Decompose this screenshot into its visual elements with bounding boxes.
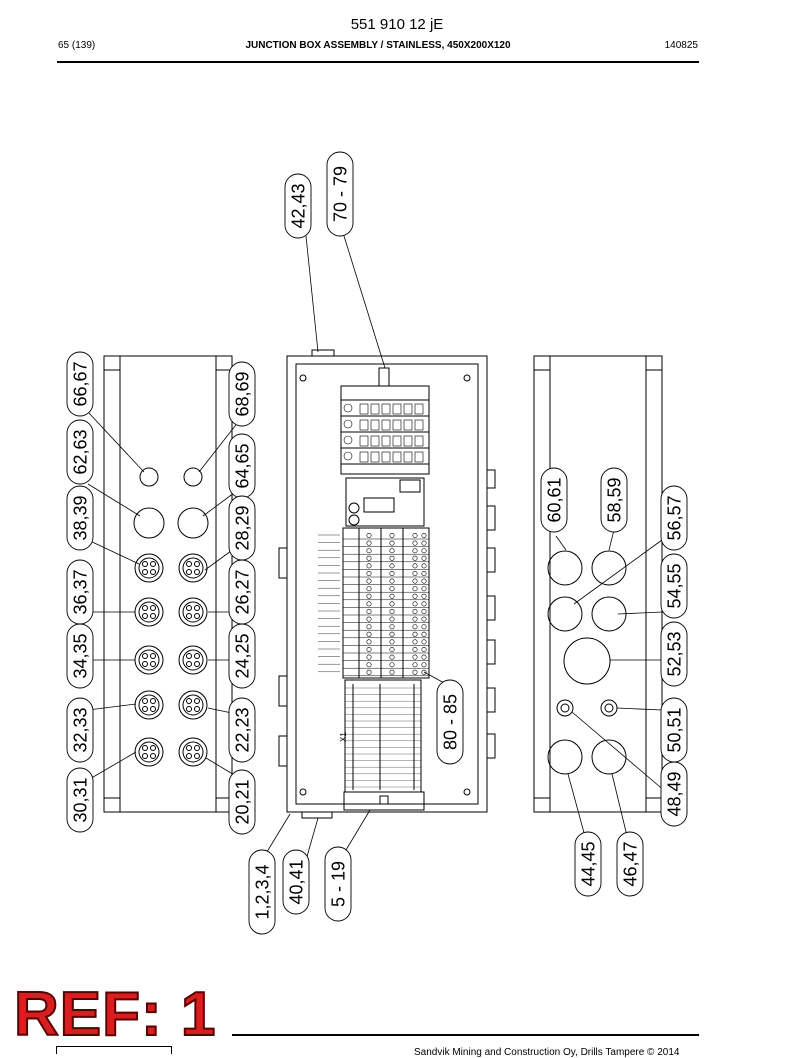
svg-text:5 - 19: 5 - 19: [329, 861, 349, 907]
callout-28-29: 28,29: [228, 495, 256, 561]
svg-text:48,49: 48,49: [665, 771, 685, 816]
left-side-view: [103, 355, 233, 813]
document-number: 551 910 12 jE: [350, 16, 444, 33]
callout-42-43: 42,43: [284, 173, 312, 239]
callout-44-45: 44,45: [574, 831, 602, 897]
svg-text:54,55: 54,55: [665, 563, 685, 608]
svg-text:38,39: 38,39: [71, 495, 91, 540]
footer-divider: [232, 1034, 699, 1036]
callout-34-35: 34,35: [66, 623, 94, 689]
callout-56-57: 56,57: [660, 485, 688, 551]
callout-68-69: 68,69: [228, 361, 256, 427]
callout-40-41: 40,41: [282, 849, 310, 915]
ref-stamp: REF: 1: [13, 980, 217, 1049]
terminal-label-x1: X1: [339, 732, 348, 742]
callout-80-85: 80 - 85: [436, 679, 464, 765]
company-logo: [56, 1046, 172, 1054]
header-divider: [57, 61, 699, 63]
callout-60-61: 60,61: [540, 467, 568, 533]
document-title: JUNCTION BOX ASSEMBLY / STAINLESS, 450X2…: [245, 40, 511, 51]
callout-62-63: 62,63: [66, 419, 94, 485]
callout-70-79: 70 - 79: [326, 151, 354, 237]
page-header: 65 (139) JUNCTION BOX ASSEMBLY / STAINLE…: [58, 40, 698, 56]
front-view: [278, 349, 496, 819]
svg-text:20,21: 20,21: [233, 779, 253, 824]
svg-text:46,47: 46,47: [621, 841, 641, 886]
callout-46-47: 46,47: [616, 831, 644, 897]
callout-balloons: 42,43 70 - 79 66,67 68,69 62,63 64,65 38,39 28,…: [66, 151, 688, 935]
svg-text:64,65: 64,65: [233, 443, 253, 488]
svg-text:66,67: 66,67: [71, 361, 91, 406]
svg-text:32,33: 32,33: [71, 707, 91, 752]
callout-54-55: 54,55: [660, 553, 688, 619]
svg-text:34,35: 34,35: [71, 633, 91, 678]
svg-text:58,59: 58,59: [605, 477, 625, 522]
callout-58-59: 58,59: [600, 467, 628, 533]
callout-30-31: 30,31: [66, 767, 94, 833]
svg-text:56,57: 56,57: [665, 495, 685, 540]
callout-48-49: 48,49: [660, 761, 688, 827]
svg-text:22,23: 22,23: [233, 707, 253, 752]
callout-1-4: 1,2,3,4: [248, 849, 276, 935]
revision-date: 140825: [664, 40, 698, 51]
callout-52-53: 52,53: [660, 621, 688, 687]
svg-text:26,27: 26,27: [233, 569, 253, 614]
svg-text:50,51: 50,51: [665, 707, 685, 752]
svg-text:60,61: 60,61: [545, 477, 565, 522]
callout-5-19: 5 - 19: [324, 846, 352, 922]
left-cable-glands: [134, 553, 208, 767]
svg-text:62,63: 62,63: [71, 429, 91, 474]
right-side-view: [533, 355, 663, 813]
callout-66-67: 66,67: [66, 351, 94, 417]
page-number: 65 (139): [58, 40, 96, 51]
callout-64-65: 64,65: [228, 433, 256, 499]
svg-text:42,43: 42,43: [289, 183, 309, 228]
svg-text:36,37: 36,37: [71, 569, 91, 614]
svg-text:68,69: 68,69: [233, 371, 253, 416]
callout-22-23: 22,23: [228, 697, 256, 763]
svg-text:24,25: 24,25: [233, 633, 253, 678]
relay-cells: [343, 403, 424, 463]
svg-text:52,53: 52,53: [665, 631, 685, 676]
callout-32-33: 32,33: [66, 697, 94, 763]
callout-26-27: 26,27: [228, 559, 256, 625]
callout-20-21: 20,21: [228, 769, 256, 835]
svg-text:28,29: 28,29: [233, 505, 253, 550]
svg-text:70 - 79: 70 - 79: [331, 166, 351, 222]
svg-text:40,41: 40,41: [287, 859, 307, 904]
wiring-rows: [345, 687, 421, 788]
callout-36-37: 36,37: [66, 559, 94, 625]
callout-38-39: 38,39: [66, 485, 94, 551]
callout-24-25: 24,25: [228, 623, 256, 689]
svg-text:30,31: 30,31: [71, 777, 91, 822]
svg-text:1,2,3,4: 1,2,3,4: [253, 864, 273, 919]
callout-50-51: 50,51: [660, 697, 688, 763]
svg-text:80 - 85: 80 - 85: [441, 694, 461, 750]
terminal-rows: [318, 532, 429, 677]
svg-text:44,45: 44,45: [579, 841, 599, 886]
